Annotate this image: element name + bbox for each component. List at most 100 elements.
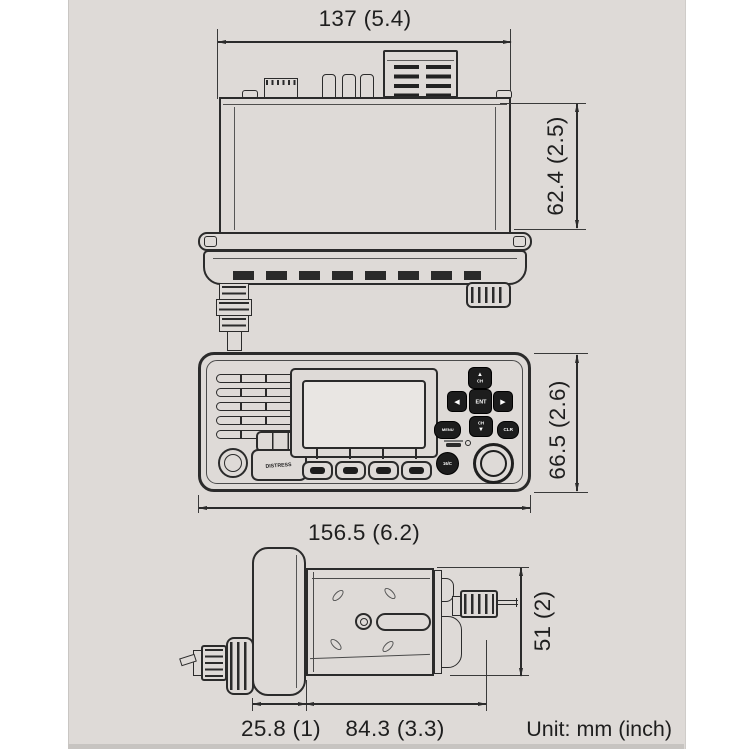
chassis-outline: [219, 97, 511, 234]
heatsink-slots: [426, 65, 451, 96]
channel-up-label: CH: [476, 378, 484, 384]
knob-top-profile: [466, 282, 511, 308]
chassis-back-edge: [223, 104, 507, 106]
speaker-slot: [216, 416, 296, 425]
panel-side-profile: [252, 547, 306, 696]
extension-line: [534, 353, 588, 354]
arrowhead-icon: [298, 701, 307, 706]
down-arrow-icon: ▼: [478, 427, 484, 433]
right-button: ▶: [493, 391, 513, 412]
speaker-slot: [216, 374, 296, 383]
plug-ribs: [219, 302, 249, 313]
mic-plug-segment: [219, 315, 249, 332]
extension-line: [486, 640, 487, 711]
mic-connector-inner: [224, 454, 242, 472]
vent-slots: [233, 271, 481, 280]
extension-line: [500, 103, 586, 104]
dimension-line: [574, 354, 579, 492]
arrowhead-icon: [518, 668, 523, 677]
dimension-line: [518, 567, 523, 677]
tiny-print-line: [444, 440, 463, 442]
body-seam-line: [310, 653, 430, 660]
unit-note: Unit: mm (inch): [526, 717, 672, 741]
face-seam-line: [213, 258, 517, 260]
clear-label: CLR: [503, 427, 513, 433]
arrowhead-icon: [252, 701, 261, 706]
arrowhead-icon: [574, 103, 579, 112]
dimension-line: [252, 701, 307, 706]
screw-boss: [355, 613, 372, 630]
cooling-fin: [322, 74, 336, 98]
menu-button: MENU: [434, 421, 461, 439]
extension-line: [306, 680, 307, 711]
softkey-tick: [382, 449, 384, 459]
left-arrow-icon: ◀: [454, 398, 460, 406]
dimension-line: [198, 505, 531, 510]
dimension-line: [217, 39, 512, 44]
front-panel-bezel: [206, 360, 523, 484]
side-body-depth-label: 84.3 (3.3): [345, 716, 445, 741]
mic-connector-ring: [218, 448, 248, 478]
heatsink-slots: [394, 65, 419, 96]
plug-ribs: [222, 286, 246, 297]
mic-plug-body: [201, 645, 227, 681]
body-front-plate-line: [313, 572, 315, 672]
top-depth-dimension-label: 62.4 (2.5): [543, 116, 568, 216]
extension-line: [530, 495, 531, 513]
extension-line: [450, 675, 529, 676]
cooling-fin: [342, 74, 356, 98]
arrowhead-icon: [503, 39, 512, 44]
softkey-tick: [415, 449, 417, 459]
body-seam-line: [312, 578, 430, 580]
gland-ribs: [464, 594, 494, 614]
right-arrow-icon: ▶: [500, 398, 506, 406]
softkey-button: [302, 461, 333, 480]
indicator-dot-icon: [465, 440, 471, 446]
channel-up-button: ▲ CH: [468, 367, 492, 389]
menu-label: MENU: [441, 427, 454, 432]
extension-line: [510, 29, 511, 99]
rear-connector-block: [264, 78, 298, 98]
softkey-button: [335, 461, 366, 480]
arrowhead-icon: [574, 220, 579, 229]
softkey-bar-icon: [310, 467, 325, 474]
plug-ribs: [222, 318, 246, 329]
arrowhead-icon: [217, 39, 226, 44]
extension-line: [534, 492, 588, 493]
softkey-bar-icon: [409, 467, 424, 474]
bezel-screw: [204, 236, 217, 247]
up-arrow-icon: ▲: [477, 371, 483, 378]
extension-line: [198, 495, 199, 513]
arrowhead-icon: [518, 567, 523, 576]
mic-plug-stub: [227, 331, 242, 351]
plug-body-ribs: [205, 649, 223, 677]
chassis-side-wall: [494, 107, 496, 230]
extension-line: [217, 29, 218, 99]
plug-knob-ribs: [230, 642, 250, 690]
left-button: ◀: [447, 391, 467, 412]
heatsink-cap-line: [387, 60, 454, 62]
softkey-tick: [316, 449, 318, 459]
mic-plug-knob: [226, 637, 254, 695]
distress-label: DISTRESS: [265, 460, 293, 469]
softkey-tick: [349, 449, 351, 459]
connector-teeth: [266, 80, 296, 85]
softkey-button: [401, 461, 432, 480]
front-height-dimension-label: 66.5 (2.6): [545, 380, 570, 480]
cable-gland: [460, 590, 498, 618]
mic-plug-collar: [193, 650, 202, 676]
channel-down-label: CH: [477, 421, 485, 426]
arrowhead-icon: [522, 505, 531, 510]
mic-plug-segment: [219, 283, 249, 300]
bracket-hook: [441, 616, 462, 668]
top-width-dimension-label: 137 (5.4): [318, 6, 412, 31]
dimension-line: [305, 701, 487, 706]
clear-button: CLR: [497, 421, 519, 439]
front-face-band: [203, 250, 527, 285]
chassis-side-wall: [234, 107, 236, 230]
lcd-screen: [302, 380, 426, 449]
knob-ribs: [471, 287, 506, 303]
front-bezel-top: [198, 232, 532, 251]
tiny-print-badge: [446, 443, 461, 447]
